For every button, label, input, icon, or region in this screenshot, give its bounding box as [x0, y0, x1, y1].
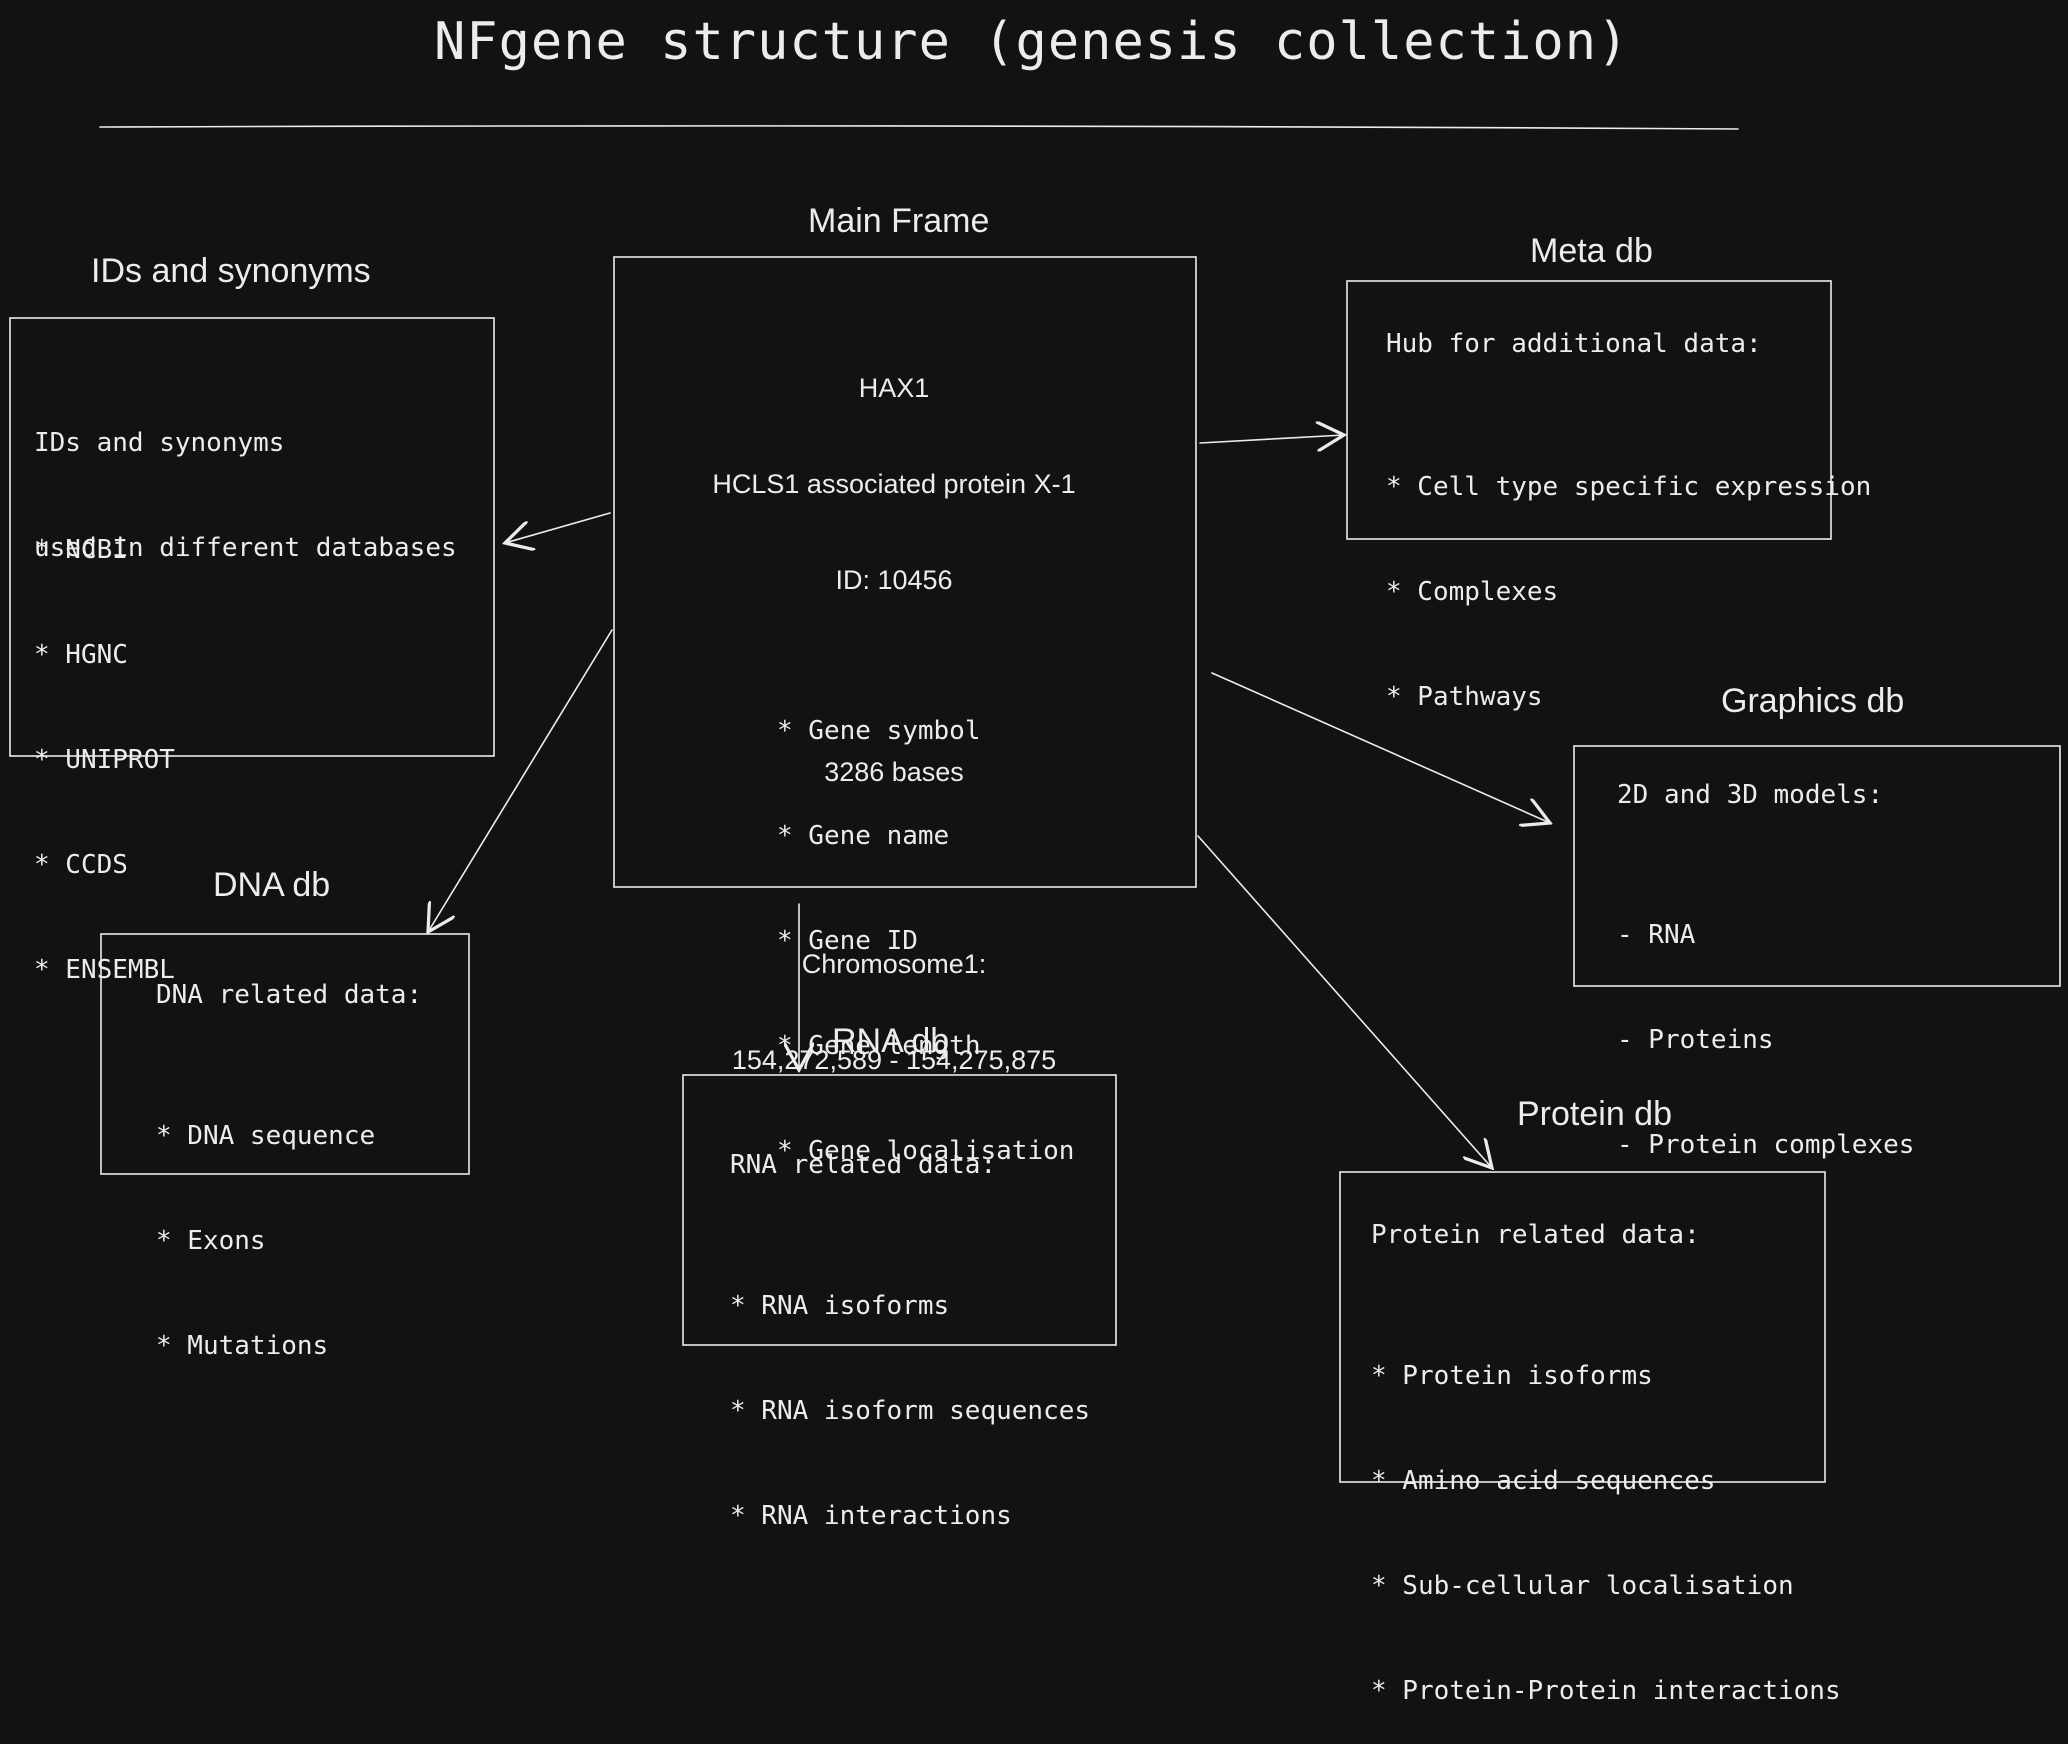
list-item: * Amino acid sequences — [1371, 1466, 1716, 1496]
arrow-to-meta — [1199, 435, 1344, 443]
graphics-list: - RNA - Proteins - Protein complexes — [1617, 848, 1914, 1198]
list-item: * Exons — [156, 1226, 266, 1256]
dna-list: * DNA sequence * Exons * Mutations — [156, 1049, 375, 1399]
arrow-to-protein — [1197, 835, 1492, 1168]
list-item: * Complexes — [1386, 577, 1559, 607]
list-item: * Gene localisation — [777, 1136, 1075, 1166]
meta-box — [1346, 280, 1832, 540]
graphics-box — [1573, 745, 2061, 987]
gene-name-line: HCLS1 associated protein X-1 — [712, 469, 1076, 499]
meta-list: * Cell type specific expression * Comple… — [1386, 400, 1871, 750]
list-item: - Proteins — [1617, 1025, 1774, 1055]
graphics-intro: 2D and 3D models: — [1617, 780, 1884, 810]
ids-intro-line: IDs and synonyms — [34, 428, 285, 458]
ids-heading: IDs and synonyms — [91, 252, 371, 290]
diagram-canvas — [9, 125, 2061, 1483]
meta-intro: Hub for additional data: — [1386, 329, 1762, 359]
list-item: * DNA sequence — [156, 1121, 376, 1151]
diagram-title: NFgene structure (genesis collection) — [434, 12, 1630, 72]
rna-box — [682, 1074, 1117, 1346]
list-item: * RNA isoform sequences — [730, 1396, 1091, 1426]
list-item: * Sub-cellular localisation — [1371, 1571, 1794, 1601]
gene-length-line: 3286 bases — [824, 757, 964, 787]
gene-symbol-line: HAX1 — [858, 373, 930, 403]
list-item: * NCBI — [34, 535, 128, 565]
list-item: * Cell type specific expression — [1386, 472, 1872, 502]
main-frame-heading: Main Frame — [808, 202, 990, 240]
rna-heading: RNA db — [832, 1022, 950, 1060]
dna-box — [100, 933, 470, 1175]
arrow-to-dna — [428, 629, 613, 932]
dna-heading: DNA db — [213, 866, 331, 904]
protein-intro: Protein related data: — [1371, 1220, 1700, 1250]
gene-id-line: ID: 10456 — [835, 565, 953, 595]
list-item: * Protein-Protein interactions — [1371, 1676, 1841, 1706]
list-item: * Mutations — [156, 1331, 329, 1361]
list-item: * ENSEMBL — [34, 955, 175, 985]
list-item: * RNA isoforms — [730, 1291, 950, 1321]
list-item: - RNA — [1617, 920, 1696, 950]
title-underline — [99, 125, 1739, 130]
list-item: * Gene length — [777, 1031, 981, 1061]
arrow-to-ids — [505, 512, 611, 543]
rna-list: * RNA isoforms * RNA isoform sequences *… — [730, 1219, 1090, 1569]
ids-list: * NCBI * HGNC * UNIPROT * CCDS * ENSEMBL — [34, 463, 175, 1023]
arrow-to-graphics — [1211, 672, 1550, 823]
protein-box — [1339, 1171, 1826, 1483]
list-item: * Gene name — [777, 821, 950, 851]
list-item: * HGNC — [34, 640, 128, 670]
graphics-heading: Graphics db — [1721, 682, 1905, 720]
list-item: - Protein complexes — [1617, 1130, 1915, 1160]
main-frame-gene-info: HAX1 HCLS1 associated protein X-1 ID: 10… — [614, 308, 1174, 1108]
protein-list: * Protein isoforms * Amino acid sequence… — [1371, 1289, 1841, 1744]
list-item: * Protein isoforms — [1371, 1361, 1653, 1391]
list-item: * Gene ID — [777, 926, 918, 956]
main-frame-box — [613, 256, 1197, 888]
list-item: * Gene symbol — [777, 716, 981, 746]
chromosome-line: Chromosome1: — [801, 949, 987, 979]
meta-heading: Meta db — [1530, 232, 1653, 270]
rna-intro: RNA related data: — [730, 1150, 997, 1180]
list-item: * UNIPROT — [34, 745, 175, 775]
ids-box — [9, 317, 495, 757]
ids-intro: IDs and synonyms used in different datab… — [34, 356, 457, 601]
location-range-line: 154,272,589 - 154,275,875 — [731, 1045, 1057, 1075]
list-item: * RNA interactions — [730, 1501, 1012, 1531]
dna-intro: DNA related data: — [156, 980, 423, 1010]
list-item: * CCDS — [34, 850, 128, 880]
protein-heading: Protein db — [1517, 1095, 1672, 1133]
ids-intro-line: used in different databases — [34, 533, 457, 563]
list-item: * Pathways — [1386, 682, 1543, 712]
main-frame-list: * Gene symbol * Gene name * Gene ID * Ge… — [777, 644, 1074, 1204]
